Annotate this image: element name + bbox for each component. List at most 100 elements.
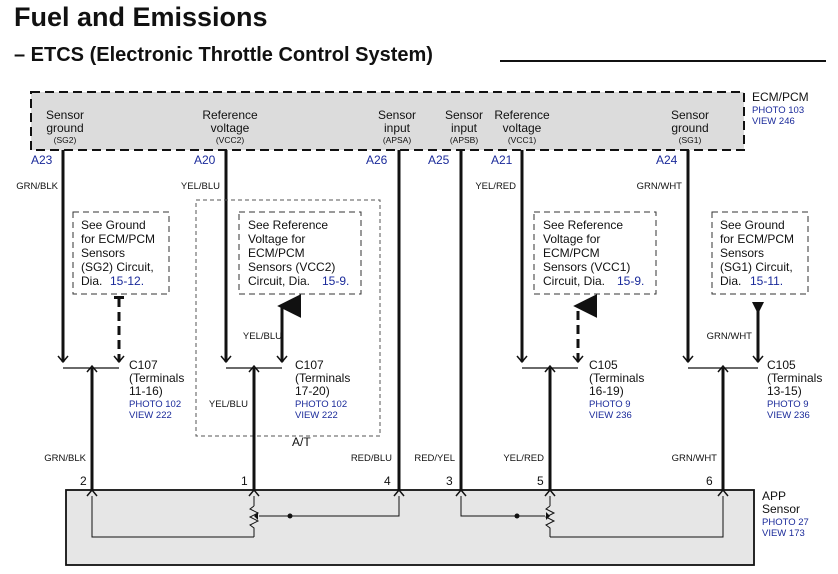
note-line: for ECM/PCM: [720, 232, 794, 246]
wire-color-app5: YEL/RED: [503, 453, 544, 464]
note-line: Voltage for: [248, 232, 305, 246]
terminal-code: (VCC2): [216, 135, 245, 145]
note-sg2: See Ground for ECM/PCM Sensors (SG2) Cir…: [72, 211, 170, 295]
wire-color-a20: YEL/BLU: [181, 181, 220, 192]
terminal-line2: input: [451, 121, 478, 135]
connector-name: C105: [589, 358, 618, 372]
terminal-code: (SG1): [679, 135, 702, 145]
note-ref-link[interactable]: 15-11.: [750, 274, 783, 288]
connector-photo: PHOTO 102: [129, 399, 181, 410]
wire-color-a21: YEL/RED: [475, 181, 516, 192]
terminal-pin: A25: [428, 153, 450, 167]
connector-c105-16-19: C105 (Terminals 16-19) PHOTO 9 VIEW 236: [589, 358, 644, 421]
note-line: Sensors: [81, 246, 125, 260]
ecm-view: VIEW 246: [752, 116, 795, 127]
terminal-line1: Sensor: [378, 108, 416, 122]
ecm-terminal-a24: Sensor ground (SG1) A24: [656, 108, 709, 167]
connector-terminal-chevrons: [57, 355, 764, 373]
connector-view: VIEW 222: [295, 410, 338, 421]
terminal-pin: A23: [31, 153, 53, 167]
note-line: ECM/PCM: [248, 246, 305, 260]
note-ref-link[interactable]: 15-9.: [617, 274, 644, 288]
wire-color-app3: RED/YEL: [414, 453, 455, 464]
note-line: (SG2) Circuit,: [81, 260, 154, 274]
note-line: Dia.: [81, 274, 102, 288]
ecm-terminal-a23: Sensor ground (SG2) A23: [31, 108, 84, 167]
terminal-line2: input: [384, 121, 411, 135]
note-line: Circuit, Dia.: [248, 274, 310, 288]
app-pin-6: 6: [706, 474, 713, 488]
app-pin-chevrons: [86, 488, 729, 497]
note-line: ECM/PCM: [543, 246, 600, 260]
terminal-line2: ground: [46, 121, 83, 135]
connector-line: 13-15): [767, 384, 802, 398]
terminal-line1: Reference: [202, 108, 258, 122]
ecm-photo: PHOTO 103: [752, 105, 804, 116]
ecm-terminal-a25: Sensor input (APSB) A25: [428, 108, 483, 167]
note-line: Sensors: [720, 246, 764, 260]
connector-line: (Terminals: [589, 371, 644, 385]
connector-photo: PHOTO 102: [295, 399, 347, 410]
terminal-line1: Sensor: [445, 108, 483, 122]
terminal-line1: Sensor: [46, 108, 84, 122]
connector-line: (Terminals: [129, 371, 184, 385]
connector-photo: PHOTO 9: [767, 399, 809, 410]
terminal-pin: A26: [366, 153, 388, 167]
note-ref-link[interactable]: 15-12.: [110, 274, 144, 288]
connector-line: (Terminals: [767, 371, 822, 385]
terminal-line1: Sensor: [671, 108, 709, 122]
wire-color-app2: GRN/BLK: [44, 453, 86, 464]
note-line: for ECM/PCM: [81, 232, 155, 246]
terminal-code: (APSB): [450, 135, 479, 145]
note-line: See Reference: [248, 218, 328, 232]
connector-view: VIEW 222: [129, 410, 172, 421]
terminal-line2: voltage: [503, 121, 542, 135]
app-internal-circuit: [91, 496, 724, 538]
wire-color-a23: GRN/BLK: [16, 181, 58, 192]
note-line: Sensors (VCC2): [248, 260, 335, 274]
terminal-pin: A21: [491, 153, 513, 167]
terminal-pin: A20: [194, 153, 216, 167]
at-label: A/T: [292, 435, 311, 449]
at-region: [195, 199, 381, 437]
internal-junction-dot: [287, 513, 293, 519]
terminal-code: (SG2): [54, 135, 77, 145]
wire-color-app6: GRN/WHT: [672, 453, 718, 464]
note-line: Dia.: [720, 274, 741, 288]
app-pin-3: 3: [446, 474, 453, 488]
terminal-pin: A24: [656, 153, 678, 167]
connector-c107-11-16: C107 (Terminals 11-16) PHOTO 102 VIEW 22…: [129, 358, 184, 421]
subtitle-rule: [500, 60, 826, 62]
connector-view: VIEW 236: [767, 410, 810, 421]
app-name: APP: [762, 489, 786, 503]
branch-sg1-arrow: [752, 302, 764, 314]
app-name: Sensor: [762, 502, 800, 516]
note-ref-link[interactable]: 15-9.: [322, 274, 349, 288]
section-subtitle: – ETCS (Electronic Throttle Control Syst…: [14, 44, 433, 66]
ecm-terminal-a21: Reference voltage (VCC1) A21: [491, 108, 550, 167]
wire-color-vcc2-branch: YEL/BLU: [243, 331, 282, 342]
connector-line: 11-16): [129, 384, 163, 398]
connector-c107-17-20: C107 (Terminals 17-20) PHOTO 102 VIEW 22…: [295, 358, 350, 421]
wire-color-sg1-branch: GRN/WHT: [707, 331, 753, 342]
connector-photo: PHOTO 9: [589, 399, 631, 410]
app-pin-1: 1: [241, 474, 248, 488]
connector-line: 16-19): [589, 384, 624, 398]
app-pin-2: 2: [80, 474, 87, 488]
note-line: (SG1) Circuit,: [720, 260, 793, 274]
connector-line: 17-20): [295, 384, 330, 398]
wire-color-app1-upper: YEL/BLU: [209, 399, 248, 410]
ecm-name: ECM/PCM: [752, 90, 809, 104]
app-photo: PHOTO 27: [762, 517, 809, 528]
connector-line: (Terminals: [295, 371, 350, 385]
note-sg1: See Ground for ECM/PCM Sensors (SG1) Cir…: [711, 211, 809, 295]
app-sensor-box: [65, 489, 755, 566]
terminal-code: (APSA): [383, 135, 412, 145]
app-pin-4: 4: [384, 474, 391, 488]
terminal-line2: ground: [671, 121, 708, 135]
connector-c105-13-15: C105 (Terminals 13-15) PHOTO 9 VIEW 236: [767, 358, 822, 421]
page-title: Fuel and Emissions: [14, 2, 268, 32]
note-line: Voltage for: [543, 232, 600, 246]
internal-junction-dot: [514, 513, 520, 519]
